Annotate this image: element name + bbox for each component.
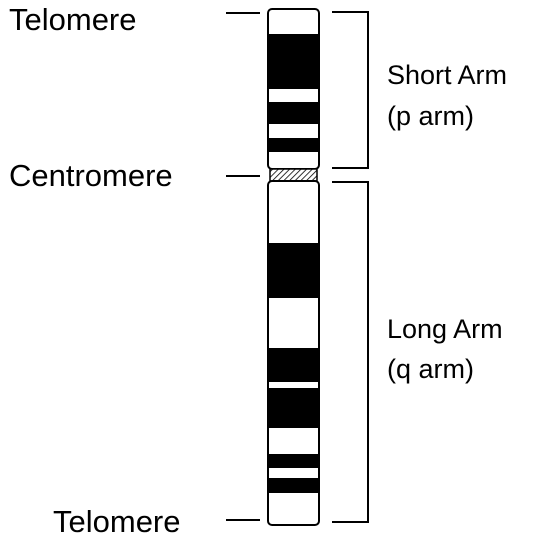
short-arm-label-line1: Short Arm — [387, 62, 507, 89]
short-arm-label-line2: (p arm) — [387, 103, 474, 130]
q-arm — [268, 181, 319, 525]
long-arm-bracket — [332, 182, 368, 522]
q-arm-band — [269, 478, 318, 493]
long-arm-label-line2: (q arm) — [387, 356, 474, 383]
p-arm — [268, 9, 319, 169]
p-arm-band — [269, 102, 318, 124]
p-arm-band — [269, 138, 318, 152]
q-arm-band — [269, 454, 318, 468]
q-arm-band — [269, 348, 318, 382]
q-arm-band — [269, 388, 318, 428]
centromere-region — [270, 169, 317, 181]
telomere-top-label: Telomere — [9, 4, 137, 35]
long-arm-label-line1: Long Arm — [387, 316, 503, 343]
p-arm-band — [269, 34, 318, 89]
q-arm-band — [269, 243, 318, 298]
centromere-label: Centromere — [9, 160, 173, 191]
telomere-bottom-label: Telomere — [53, 506, 181, 537]
short-arm-bracket — [332, 12, 368, 168]
